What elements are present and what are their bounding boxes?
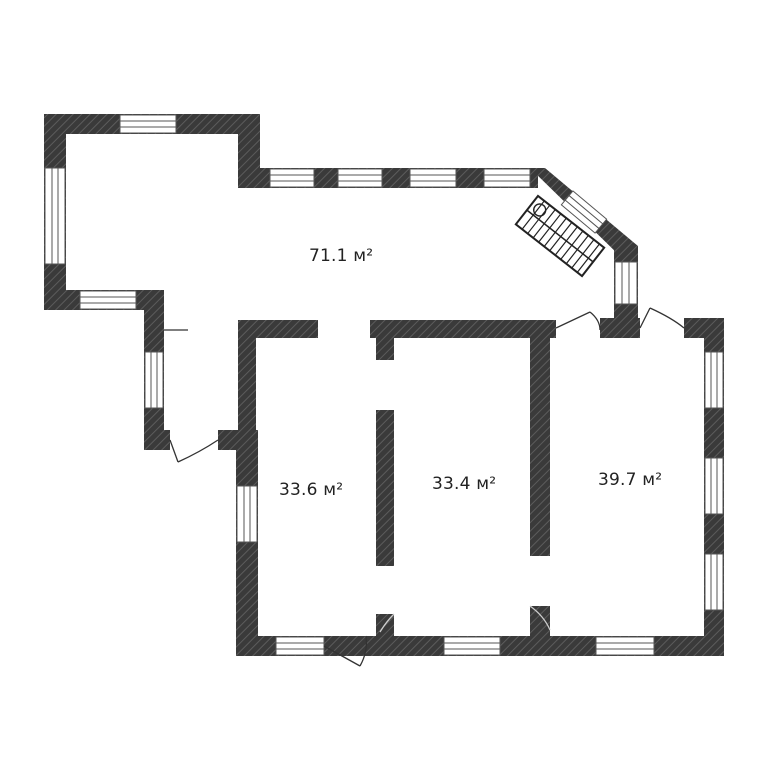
window-right-room-right-1 <box>704 351 724 409</box>
window-hall-top-1 <box>269 168 315 188</box>
wall-divider-middle-right <box>530 320 550 556</box>
window-right-room-right-2 <box>704 457 724 515</box>
window-left-room-left <box>236 485 258 543</box>
wall-left-room-left-upper <box>238 320 256 450</box>
door-middle-right-bottom <box>529 605 551 631</box>
window-hall-top <box>119 114 177 134</box>
window-middle-room-bottom <box>443 636 501 656</box>
wall-corridor-bottom-stub <box>144 430 170 450</box>
wall-right-room-top-left <box>600 318 640 338</box>
window-hall-top-2 <box>337 168 383 188</box>
door-left-room-bottom <box>323 635 368 667</box>
window-hall-bottom <box>79 290 137 310</box>
window-hall-top-4 <box>483 168 531 188</box>
room-area-right-room: 39.7 м² <box>598 470 663 490</box>
room-area-left-room: 33.6 м² <box>279 480 344 500</box>
wall-middle-room-left-mid <box>376 410 394 566</box>
window-hall-left <box>44 167 66 265</box>
staircase-icon <box>514 194 606 278</box>
window-right-room-bottom <box>595 636 655 656</box>
room-area-hall: 71.1 м² <box>309 246 374 266</box>
window-left-room-bottom <box>275 636 325 656</box>
windows <box>44 114 724 656</box>
wall-left-room-left <box>236 440 258 656</box>
wall-middle-room-top <box>370 320 556 338</box>
door-right-room-top-left <box>555 311 601 331</box>
door-middle-left-bottom <box>379 613 395 633</box>
room-area-middle-room: 33.4 м² <box>432 474 497 494</box>
wall-divider-bottom-stub <box>530 606 550 656</box>
window-right-room-right-3 <box>704 553 724 611</box>
window-corridor-left <box>144 351 164 409</box>
doors <box>164 307 685 667</box>
window-hall-top-3 <box>409 168 457 188</box>
window-hall-right <box>614 261 638 305</box>
wall-left-room-top <box>238 320 318 338</box>
door-corridor-exterior <box>169 439 219 463</box>
door-right-room-top-right <box>639 307 685 329</box>
wall-middle-room-left-top <box>376 320 394 360</box>
window-hall-diagonal <box>560 190 608 234</box>
